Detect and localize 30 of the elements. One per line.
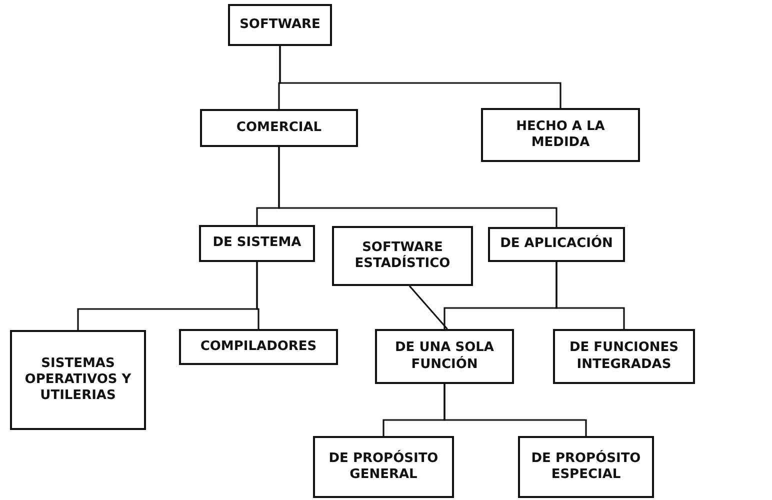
category-box [375,329,514,384]
category-box [481,108,640,162]
category-label: COMERCIAL [236,120,322,136]
category-label: DE UNA SOLA FUNCIÓN [394,340,495,373]
category-label: DE APLICACIÓN [500,236,613,253]
connector-line [556,262,625,329]
category-label: COMPILADORES [200,338,317,356]
category-box [200,109,358,147]
connector-line [279,46,562,108]
category-box [199,225,315,262]
category-box [313,436,454,498]
category-box [488,227,625,262]
connector-line [444,384,587,436]
category-box [518,436,654,498]
category-label: DE PROPÓSITO GENERAL [328,450,440,484]
connector-line [278,147,558,227]
category-label: SOFTWARE ESTADÍSTICO [354,240,452,272]
category-label: HECHO A LA MEDIDA [515,118,606,152]
category-label: SISTEMAS OPERATIVOS Y UTILERIAS [24,356,132,404]
category-label: DE FUNCIONES INTEGRADAS [568,340,680,373]
connector-line [408,285,448,330]
category-label: DE PROPÓSITO ESPECIAL [530,450,642,484]
category-box [10,330,146,430]
category-box [179,329,338,365]
category-label: SOFTWARE [240,16,320,34]
category-box [553,329,695,384]
category-box [228,4,332,46]
category-label: DE SISTEMA [212,235,302,252]
category-box [332,226,473,286]
connector-line [256,262,260,329]
